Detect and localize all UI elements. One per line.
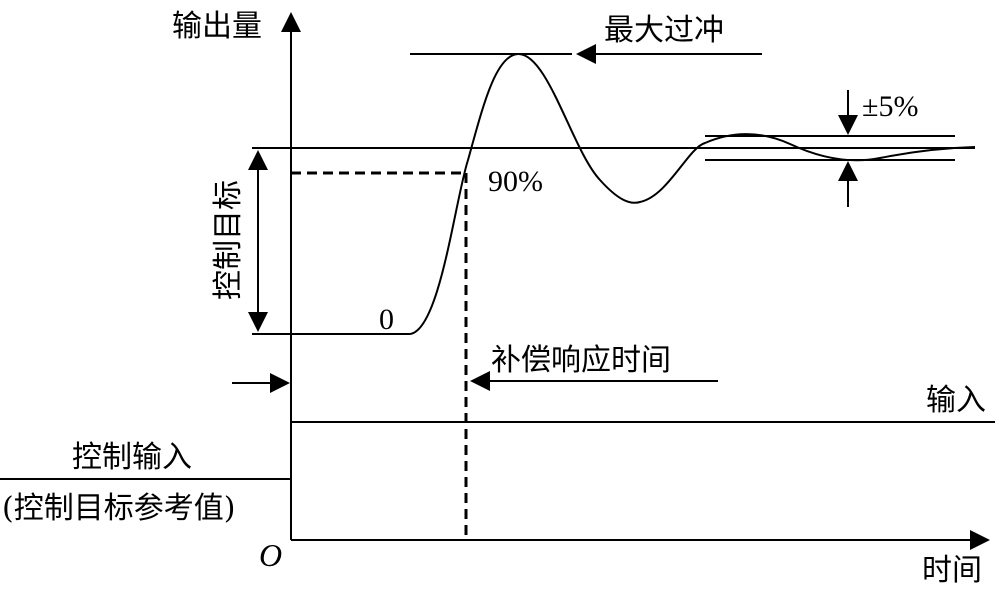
ninety-percent-label: 90% (488, 165, 543, 198)
zero-label: 0 (379, 303, 394, 336)
control-input-reference-label: (控制目标参考值) (2, 491, 235, 526)
tolerance-label: ±5% (862, 90, 918, 123)
input-label: 输入 (926, 383, 986, 418)
y-axis-label: 输出量 (172, 9, 262, 44)
origin-label: O (259, 537, 282, 573)
control-target-label: 控制目标 (211, 180, 246, 300)
x-axis-label: 时间 (922, 553, 982, 588)
max-overshoot-label: 最大过冲 (604, 13, 724, 48)
response-time-label: 补偿响应时间 (491, 343, 671, 378)
control-input-label: 控制输入 (72, 440, 192, 475)
